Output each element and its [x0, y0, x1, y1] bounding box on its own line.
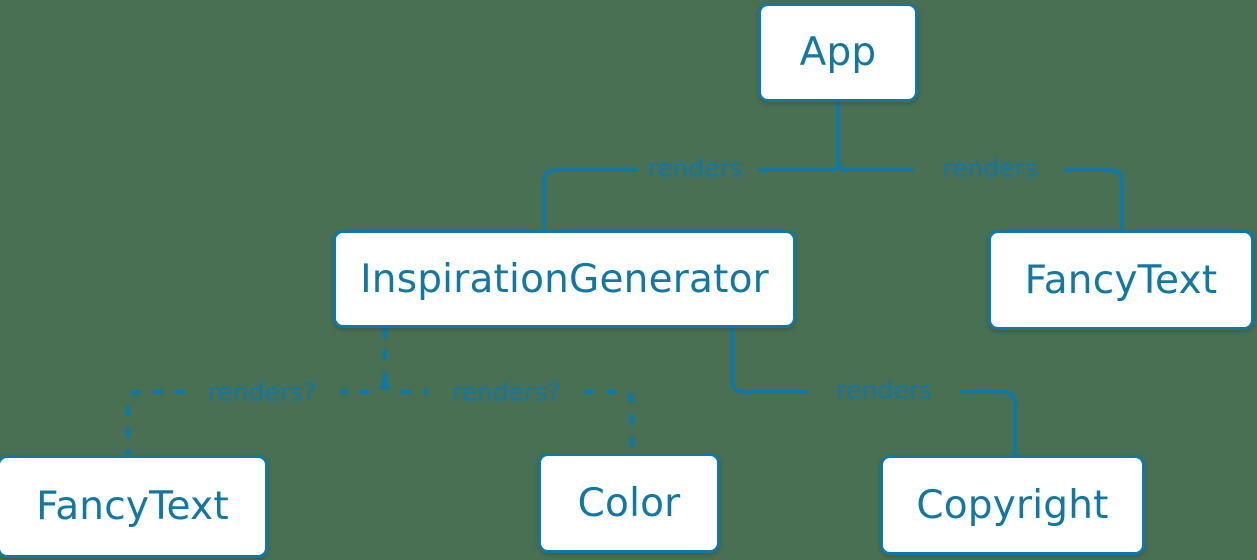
edge-inspiration-to-color-dashed: [382, 379, 635, 453]
node-color[interactable]: Color: [538, 453, 720, 553]
edge-label-inspiration-to-copyright: renders: [836, 375, 932, 405]
edge-app-to-inspiration: [542, 168, 832, 232]
node-fancytext-bottom-label: FancyText: [36, 484, 229, 529]
edge-label-app-to-fancytext: renders: [942, 153, 1038, 183]
node-copyright-label: Copyright: [916, 482, 1109, 528]
node-app[interactable]: App: [758, 3, 918, 102]
node-fancytext-bottom[interactable]: FancyText: [0, 455, 268, 558]
node-fancytext-top-label: FancyText: [1024, 257, 1218, 303]
edge-app-stem: [836, 100, 848, 172]
node-color-label: Color: [577, 480, 681, 526]
edge-label-inspiration-to-color: renders?: [451, 377, 561, 407]
node-inspiration-generator-label: InspirationGenerator: [360, 256, 769, 302]
node-inspiration-generator[interactable]: InspirationGenerator: [333, 230, 796, 328]
edge-app-to-fancytext: [844, 168, 1124, 232]
node-copyright[interactable]: Copyright: [880, 455, 1145, 555]
edge-label-inspiration-to-fancytext: renders?: [207, 377, 317, 407]
node-app-label: App: [799, 30, 877, 75]
edge-inspiration-to-copyright: [730, 326, 1017, 457]
node-fancytext-top[interactable]: FancyText: [988, 230, 1254, 330]
edge-label-app-to-inspiration: renders: [647, 153, 743, 183]
